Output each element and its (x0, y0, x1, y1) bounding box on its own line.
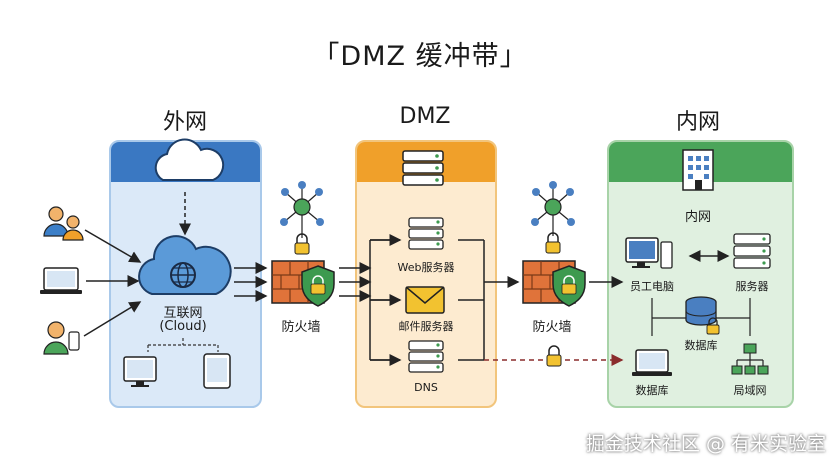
restricted-lock-icon (546, 345, 562, 367)
mail-server-icon (405, 286, 445, 314)
web-server-icon (408, 217, 444, 250)
users-to-internet-arrow (84, 229, 142, 263)
right-node-lock-icon (545, 232, 561, 254)
diagram-title: 「DMZ 缓冲带」 (312, 41, 528, 72)
right-network-node-icon (531, 181, 575, 236)
monitor-icon (123, 356, 157, 387)
zone-title-outer: 外网 (162, 110, 207, 135)
dmz-header-server-icon (402, 150, 444, 186)
database-left-label: 数据库 (635, 384, 669, 397)
lan-topology-icon (731, 343, 769, 375)
internet-sub-label: (Cloud) (159, 319, 207, 334)
dns-server-icon (408, 340, 444, 373)
left-node-lock-icon (294, 233, 310, 255)
dns-label: DNS (414, 381, 438, 394)
inner-header-label: 内网 (684, 210, 711, 225)
users-icon (43, 206, 84, 241)
lan-label: 局域网 (733, 384, 767, 397)
outer-header-cloud-icon (154, 138, 225, 181)
right-firewall-icon (522, 260, 586, 307)
right-firewall-label: 防火墙 (532, 320, 572, 335)
database-center-icon (685, 296, 720, 335)
laptop-icon (40, 267, 82, 294)
employee-pc-icon (625, 237, 673, 269)
inner-server-icon (733, 233, 771, 269)
internet-device-links (147, 338, 219, 352)
database-center-label: 数据库 (684, 339, 718, 352)
building-icon (682, 149, 714, 191)
left-network-node-icon (280, 181, 324, 238)
employee-pc-label: 员工电脑 (630, 280, 674, 293)
left-firewall-icon (271, 260, 335, 307)
mail-server-label: 邮件服务器 (398, 320, 454, 333)
mobile-to-internet-arrow (83, 301, 142, 337)
zone-title-inner: 内网 (675, 110, 720, 135)
zone-title-dmz: DMZ (399, 104, 451, 129)
database-laptop-icon (632, 349, 672, 376)
left-firewall-label: 防火墙 (281, 320, 321, 335)
web-server-label: Web服务器 (397, 261, 455, 274)
mobile-user-icon (43, 321, 80, 355)
dmz-right-bracket (458, 239, 485, 361)
watermark: 掘金技术社区 @ 有米实验室 (585, 433, 826, 455)
inner-server-label: 服务器 (735, 280, 769, 293)
internet-cloud-icon (138, 235, 232, 295)
internet-label: 互联网 (163, 306, 203, 321)
tablet-icon (203, 353, 231, 389)
